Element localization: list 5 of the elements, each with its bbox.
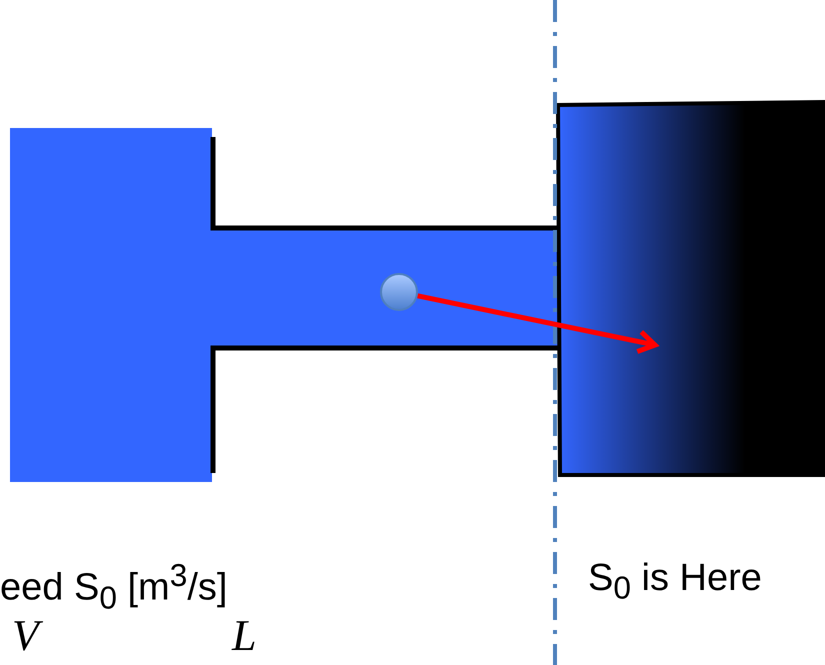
speed-label: eed S$_{0}$ [m$^{3}$/s]: [0, 558, 228, 616]
arrow: [417, 293, 658, 354]
variable-label: L: [232, 612, 256, 660]
pump-drawing: [556, 100, 825, 477]
pump-label: S$_{0}$ is Here: [588, 558, 762, 606]
